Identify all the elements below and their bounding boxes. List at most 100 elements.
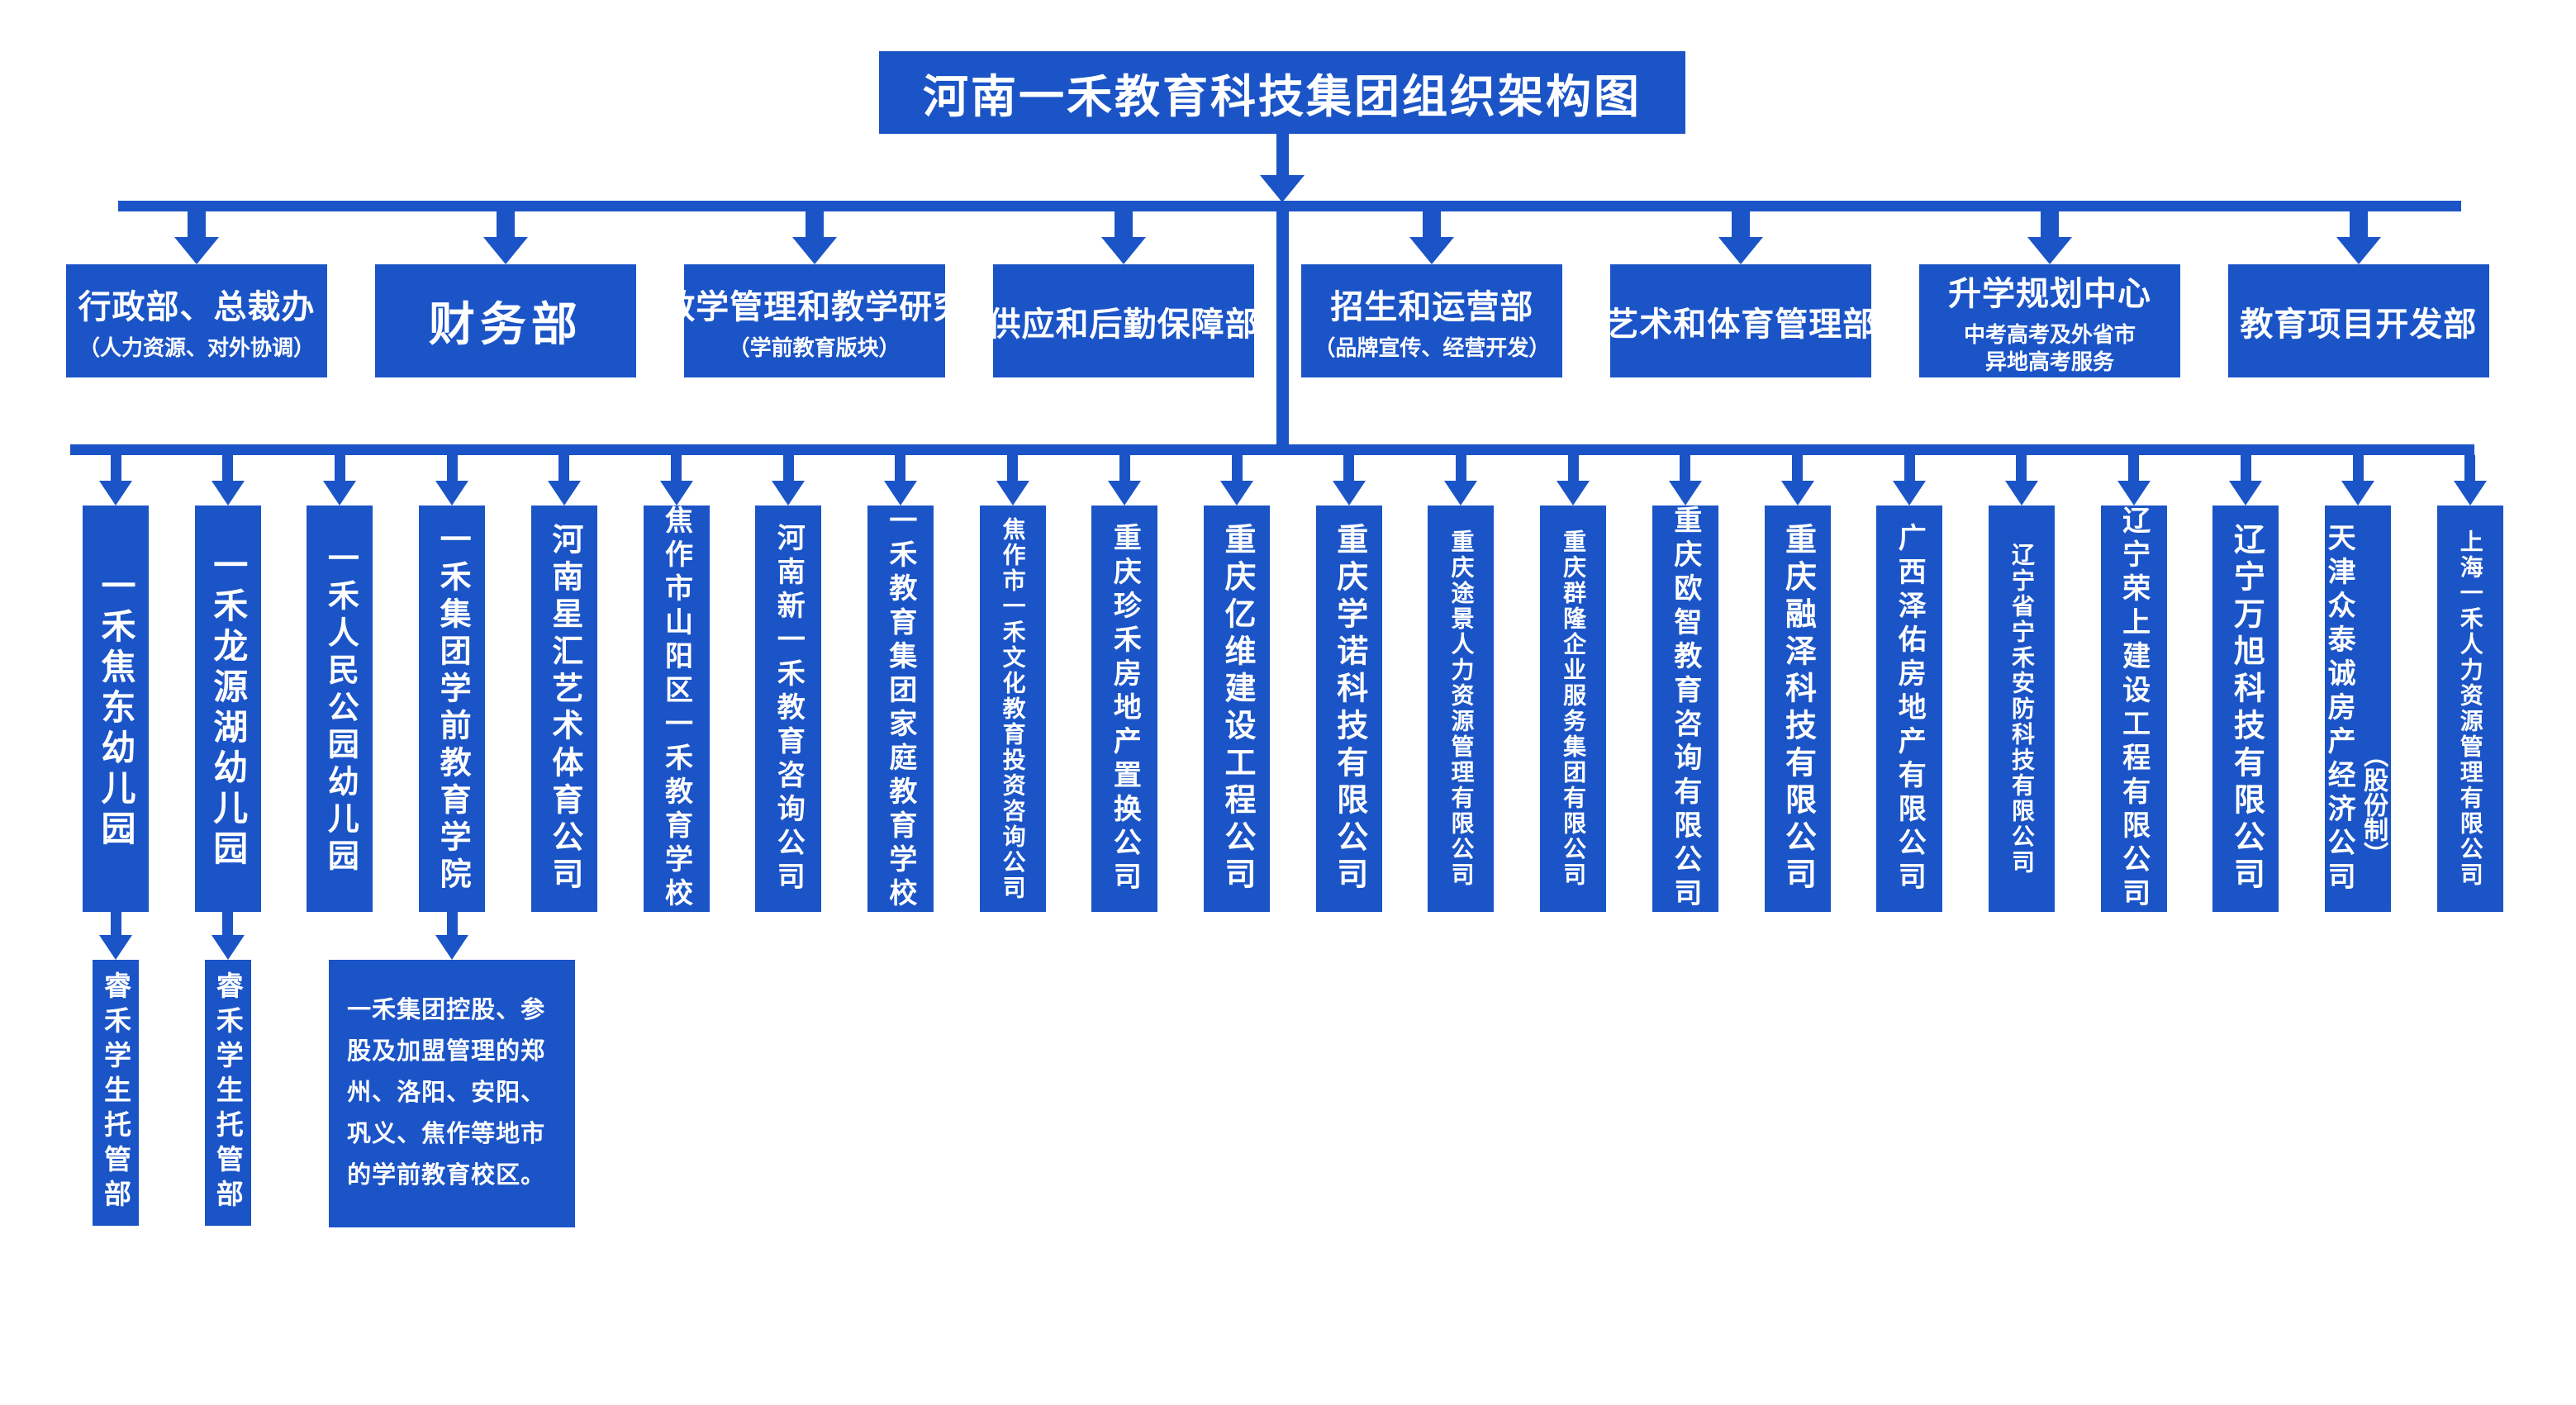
arrow-head-icon xyxy=(323,481,357,506)
department-box: 教学管理和教学研究 （学前教育版块） xyxy=(662,264,966,377)
department-name: 艺术和体育管理部 xyxy=(1605,306,1877,343)
department-node: 教学管理和教学研究 （学前教育版块） xyxy=(662,211,966,377)
subsidiary-box: 辽宁省宁禾安防科技有限公司 xyxy=(1988,506,2055,912)
department-arrow xyxy=(174,211,219,264)
subsidiary-name: 焦作市山阳区一禾教育学校 xyxy=(660,506,692,912)
department-node: 供应和后勤保障部 xyxy=(988,211,1258,377)
department-subtitle: （品牌宣传、经营开发） xyxy=(1314,335,1551,361)
subsidiary-name: 重庆欧智教育咨询有限公司 xyxy=(1669,506,1701,912)
department-box: 供应和后勤保障部 xyxy=(988,264,1258,377)
department-arrow xyxy=(1718,211,1764,264)
department-box: 艺术和体育管理部 xyxy=(1605,264,1875,377)
arrow-stem xyxy=(110,912,121,935)
subsidiary-box: 重庆融泽科技有限公司 xyxy=(1764,506,1831,912)
subsidiary-box: 重庆欧智教育咨询有限公司 xyxy=(1652,506,1718,912)
arrow-head-icon xyxy=(211,481,245,506)
arrow-stem xyxy=(2128,455,2140,481)
arrow-head-icon xyxy=(1668,481,1702,506)
sub-department-box: 睿禾学生托管部 xyxy=(93,960,139,1226)
department-name: 财务部 xyxy=(428,298,582,350)
subsidiary-arrow xyxy=(1668,455,1702,506)
subsidiary-name: 重庆途景人力资源管理有限公司 xyxy=(1448,529,1475,888)
arrow-stem xyxy=(1423,211,1442,237)
department-arrow xyxy=(1409,211,1455,264)
arrow-stem xyxy=(2016,455,2027,481)
arrow-stem xyxy=(334,455,345,481)
department-node: 招生和运营部 （品牌宣传、经营开发） xyxy=(1301,211,1563,377)
department-box: 升学规划中心 中考高考及外省市 异地高考服务 xyxy=(1919,264,2181,377)
subsidiary-name: 焦作市一禾文化教育投资咨询公司 xyxy=(1000,516,1026,901)
level1-connector-line xyxy=(118,201,2461,211)
arrow-head-icon xyxy=(1718,237,1764,264)
subsidiary-arrow xyxy=(2117,455,2151,506)
subsidiary-node: 一禾人民公园幼儿园 xyxy=(302,455,377,1227)
sub-department-box: 睿禾学生托管部 xyxy=(204,960,251,1226)
subsidiary-node: 辽宁省宁禾安防科技有限公司 xyxy=(1984,455,2059,1227)
subsidiary-box: 重庆途景人力资源管理有限公司 xyxy=(1428,506,1495,912)
arrow-stem xyxy=(2240,455,2251,481)
subsidiary-box: 重庆群隆企业服务集团有限公司 xyxy=(1540,506,1607,912)
arrow-head-icon xyxy=(996,481,1029,506)
department-node: 艺术和体育管理部 xyxy=(1605,211,1875,377)
department-arrow xyxy=(2336,211,2381,264)
department-box: 教育项目开发部 xyxy=(2227,264,2489,377)
arrow-stem xyxy=(805,211,824,237)
branch-arrow xyxy=(211,912,245,960)
chart-title-box: 河南一禾教育科技集团组织架构图 xyxy=(879,51,1685,134)
department-subtitle: 中考高考及外省市 异地高考服务 xyxy=(1964,322,2136,374)
subsidiary-arrow xyxy=(2229,455,2263,506)
arrow-stem xyxy=(2041,211,2060,237)
subsidiary-name: 辽宁省宁禾安防科技有限公司 xyxy=(2008,542,2035,876)
arrow-head-icon xyxy=(1220,481,1254,506)
subsidiary-box: 重庆亿维建设工程公司 xyxy=(1204,506,1271,912)
department-arrow xyxy=(482,211,528,264)
arrow-stem xyxy=(222,455,234,481)
arrow-head-icon xyxy=(2341,481,2375,506)
department-node: 升学规划中心 中考高考及外省市 异地高考服务 xyxy=(1919,211,2181,377)
subsidiary-node: 重庆欧智教育咨询有限公司 xyxy=(1648,455,1723,1227)
subsidiary-box: 焦作市一禾文化教育投资咨询公司 xyxy=(979,506,1046,912)
subsidiary-arrow xyxy=(211,455,245,506)
arrow-stem xyxy=(1732,211,1751,237)
subsidiary-node: 重庆学诺科技有限公司 xyxy=(1312,455,1386,1227)
subsidiary-name: 重庆学诺科技有限公司 xyxy=(1331,523,1366,895)
subsidiary-arrow xyxy=(1893,455,1927,506)
arrow-head-icon xyxy=(435,481,469,506)
arrow-stem xyxy=(1343,455,1355,481)
arrow-stem xyxy=(222,912,234,935)
arrow-head-icon xyxy=(1893,481,1927,506)
subsidiary-arrow xyxy=(1557,455,1590,506)
arrow-stem xyxy=(110,455,121,481)
department-box: 招生和运营部 （品牌宣传、经营开发） xyxy=(1301,264,1563,377)
arrow-head-icon xyxy=(99,935,132,960)
subsidiary-box: 广西泽佑房地产有限公司 xyxy=(1876,506,1943,912)
subsidiary-row: 一禾焦东幼儿园 睿禾学生托管部 一禾龙源湖幼儿园 xyxy=(78,455,2507,1227)
arrow-stem xyxy=(1114,211,1133,237)
arrow-stem xyxy=(446,912,458,935)
subsidiary-box: 重庆珍禾房地产置换公司 xyxy=(1091,506,1158,912)
arrow-head-icon xyxy=(1260,175,1305,202)
arrow-head-icon xyxy=(174,237,219,264)
sub-department-label: 睿禾学生托管部 xyxy=(212,971,244,1214)
subsidiary-arrow xyxy=(323,455,357,506)
arrow-head-icon xyxy=(2027,237,2073,264)
arrow-head-icon xyxy=(2117,481,2151,506)
department-arrow xyxy=(2027,211,2073,264)
subsidiary-node: 重庆群隆企业服务集团有限公司 xyxy=(1536,455,1610,1227)
note-text: 一禾集团控股、参股及加盟管理的郑州、洛阳、安阳、巩义、焦作等地市的学前教育校区。 xyxy=(347,997,546,1189)
subsidiary-name: 一禾龙源湖幼儿园 xyxy=(208,547,248,871)
department-node: 行政部、总裁办 （人力资源、对外协调） xyxy=(66,211,327,377)
arrow-stem xyxy=(188,211,206,237)
subsidiary-box: 一禾集团学前教育学院 xyxy=(419,506,486,912)
subsidiary-node: 重庆珍禾房地产置换公司 xyxy=(1087,455,1162,1227)
subsidiary-box: 一禾人民公园幼儿园 xyxy=(307,506,373,912)
column-branch: 睿禾学生托管部 xyxy=(204,912,251,1226)
subsidiary-name: 重庆亿维建设工程公司 xyxy=(1219,523,1255,895)
trunk-arrow xyxy=(1259,134,1305,202)
arrow-head-icon xyxy=(1100,237,1146,264)
level2-connector-line xyxy=(70,444,2474,455)
arrow-stem xyxy=(782,455,794,481)
chart-title: 河南一禾教育科技集团组织架构图 xyxy=(922,71,1642,122)
subsidiary-arrow xyxy=(2453,455,2487,506)
arrow-stem xyxy=(1231,455,1243,481)
